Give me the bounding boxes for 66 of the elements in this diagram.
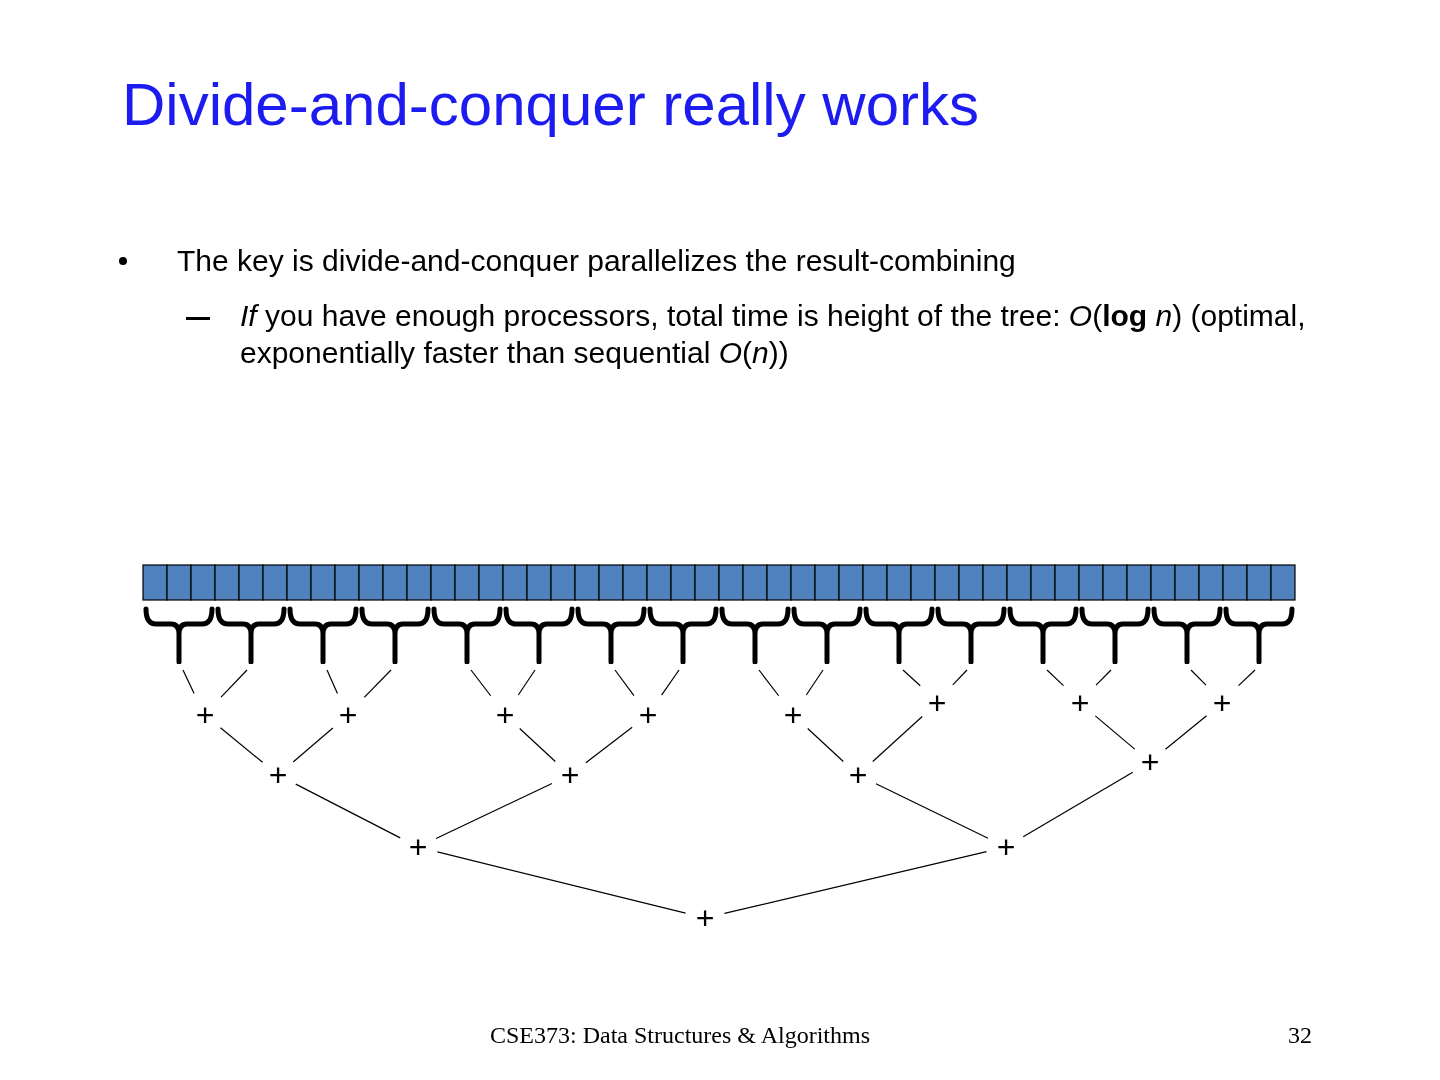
connector-line: [807, 727, 844, 763]
connector-line: [723, 851, 988, 914]
plus-sign: +: [560, 759, 580, 791]
connector-line: [661, 669, 680, 696]
connector-line: [295, 783, 401, 839]
connector-line: [875, 783, 989, 839]
connector-line: [902, 669, 921, 687]
connector-line: [519, 727, 556, 763]
connector-line: [326, 669, 339, 695]
curly-brace: [1078, 606, 1152, 664]
curly-brace: [286, 606, 360, 664]
connector-line: [292, 727, 334, 763]
connector-line: [220, 669, 248, 698]
connector-line: [758, 669, 780, 697]
connector-line: [614, 669, 635, 697]
connector-line: [1237, 669, 1256, 687]
curly-brace: [1150, 606, 1224, 664]
connector-line: [1094, 715, 1136, 750]
connector-line: [952, 669, 968, 686]
connector-line: [436, 851, 687, 914]
connector-line: [363, 669, 392, 698]
plus-sign: +: [695, 902, 715, 934]
connector-line: [1022, 771, 1134, 838]
connector-line: [805, 669, 824, 696]
slide-title: Divide-and-conquer really works: [122, 70, 980, 139]
curly-brace: [214, 606, 288, 664]
connector-line: [1190, 669, 1207, 686]
plus-sign: +: [927, 687, 947, 719]
plus-sign: +: [338, 699, 358, 731]
curly-brace: [1006, 606, 1080, 664]
curly-brace: [502, 606, 576, 664]
plus-sign: +: [195, 699, 215, 731]
connector-line: [470, 669, 492, 697]
plus-sign: +: [638, 699, 658, 731]
connector-line: [517, 669, 536, 696]
plus-sign: +: [1070, 687, 1090, 719]
curly-brace: [934, 606, 1008, 664]
connector-line: [182, 669, 195, 695]
curly-brace: [646, 606, 720, 664]
plus-sign: +: [268, 759, 288, 791]
connector-line: [1095, 669, 1112, 686]
curly-brace: [862, 606, 936, 664]
connector-line: [1046, 669, 1065, 687]
plus-sign: +: [1140, 746, 1160, 778]
sub-bullet-text: If you have enough processors, total time is height of the tree: O(log n) (optimal, exponentially faster than sequential O(n)): [240, 298, 1307, 371]
plus-sign: +: [495, 699, 515, 731]
plus-sign: +: [408, 831, 428, 863]
curly-brace: [718, 606, 792, 664]
plus-sign: +: [1212, 687, 1232, 719]
curly-brace: [1222, 606, 1296, 664]
connector-line: [435, 782, 553, 840]
connector-line: [872, 715, 923, 763]
curly-brace: [430, 606, 504, 664]
connector-line: [1164, 715, 1208, 750]
plus-sign: +: [848, 759, 868, 791]
curly-brace: [358, 606, 432, 664]
footer-text: CSE373: Data Structures & Algorithms: [490, 1022, 870, 1049]
page-number: 32: [1288, 1022, 1312, 1049]
curly-brace: [142, 606, 216, 664]
connector-line: [219, 727, 264, 763]
bullet-text: The key is divide-and-conquer parallelizes the result-combining: [177, 244, 1017, 278]
plus-sign: +: [996, 831, 1016, 863]
connector-line: [585, 726, 633, 764]
curly-brace: [574, 606, 648, 664]
curly-brace: [790, 606, 864, 664]
plus-sign: +: [783, 699, 803, 731]
